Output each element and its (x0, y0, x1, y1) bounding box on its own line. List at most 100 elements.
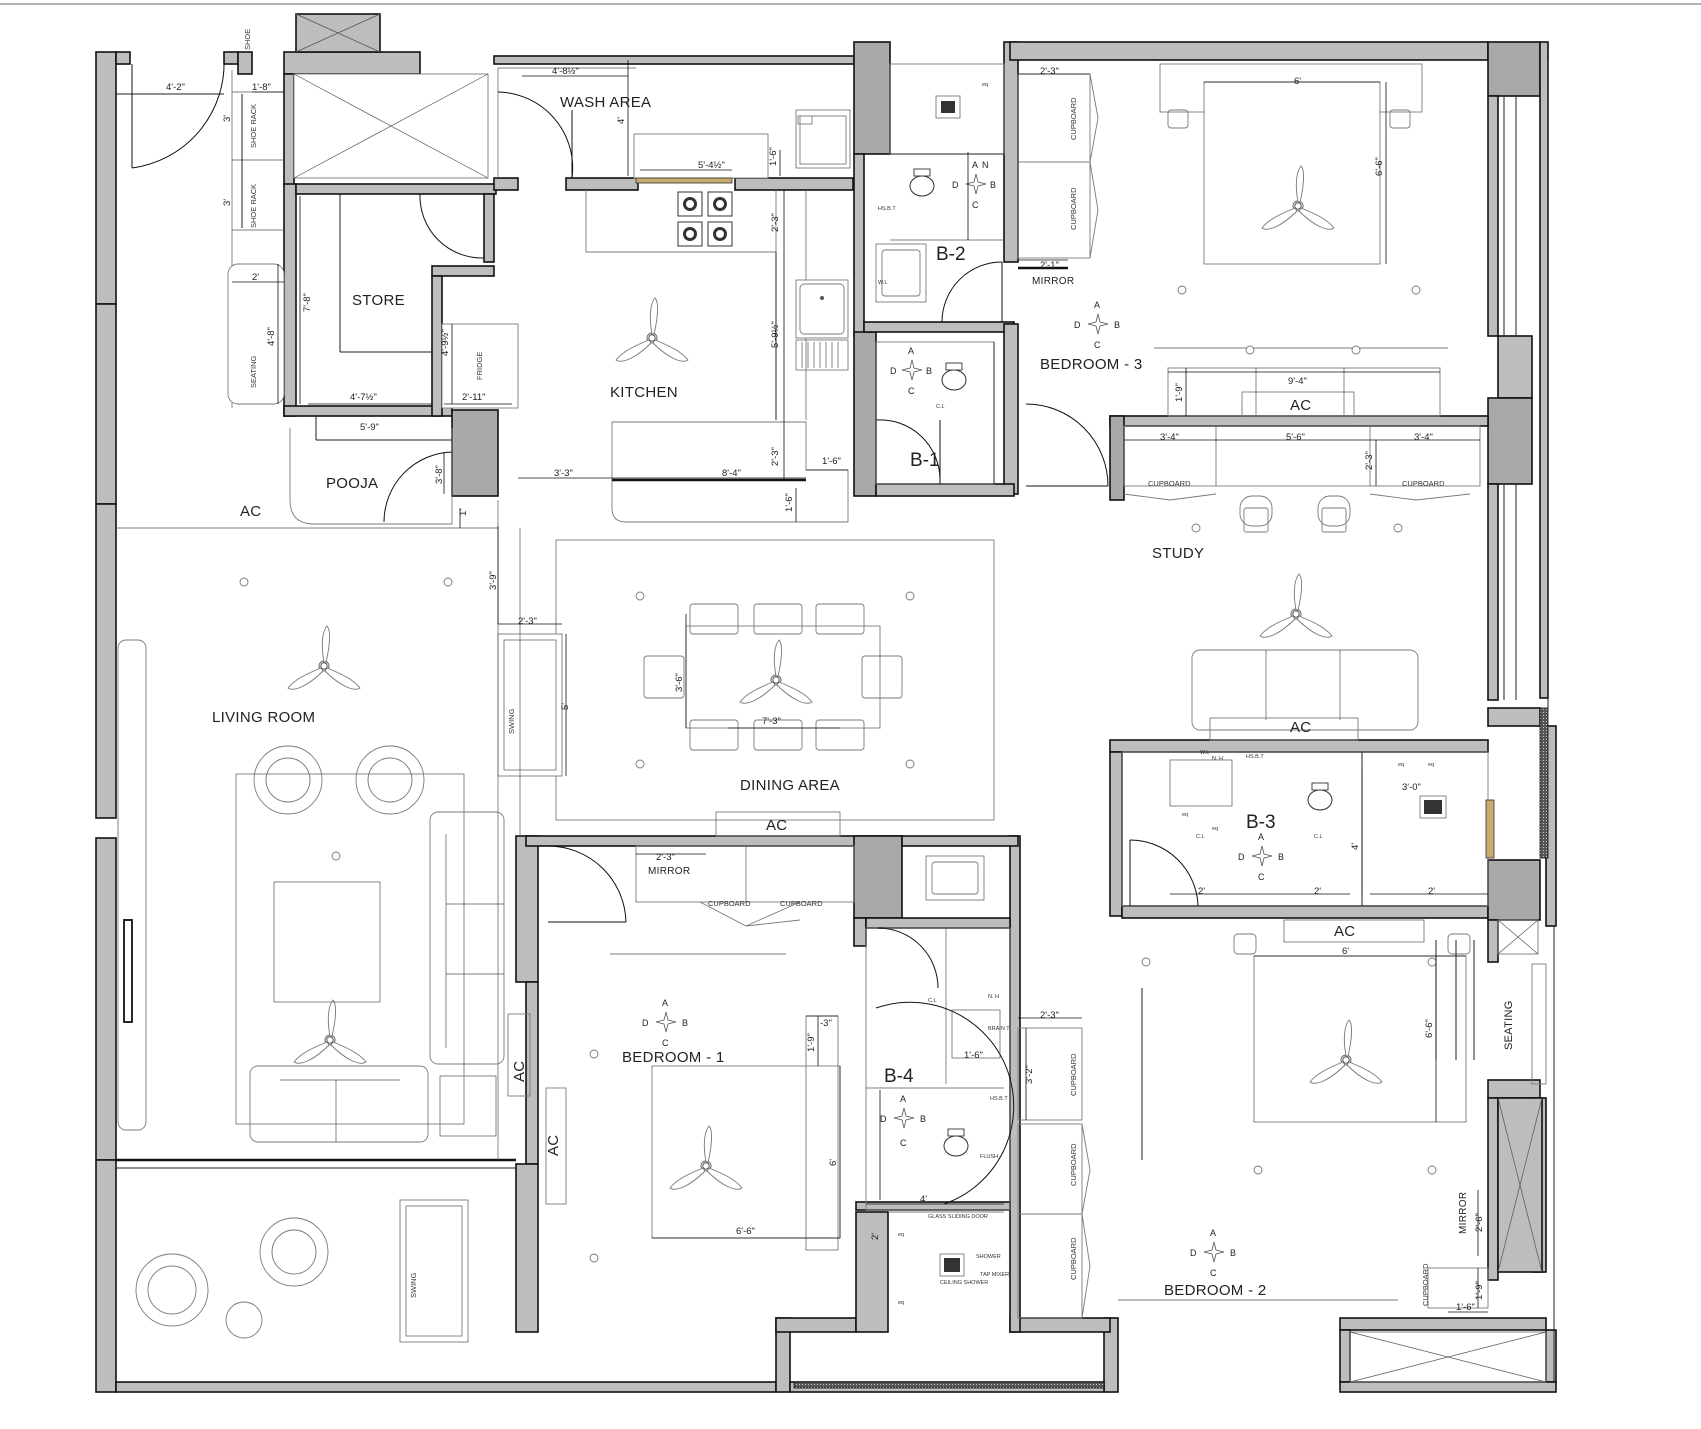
glass-sliding-door-label: GLASS SLIDING DOOR (928, 1214, 988, 1220)
cupboard-label-bed2-2: CUPBOARD (1069, 1143, 1078, 1186)
dim-shoe-h1: 3' (222, 115, 233, 122)
label-dining-area: DINING AREA (740, 777, 840, 794)
compass-b: B (926, 366, 932, 376)
cupboard-label-bed1-1: CUPBOARD (708, 899, 751, 908)
compass-a: A (1210, 1228, 1216, 1238)
dim-table-w: 7'-3" (762, 716, 781, 727)
dim-table-h: 3'-6" (674, 673, 685, 692)
mirror-label-bed3: MIRROR (1032, 276, 1074, 287)
label-store: STORE (352, 292, 405, 309)
cupboard-label-study-2: CUPBOARD (1402, 479, 1445, 488)
cupboard-label-bed3-2: CUPBOARD (1069, 187, 1078, 230)
dim-counter-h: 1'-6" (768, 147, 779, 166)
compass-d: D (952, 180, 959, 190)
fixture-labels: AC AC AC AC AC AC AC SHOE SHOE RACK SHOE… (240, 29, 1515, 1306)
dim-bed3-cup-h: 1'-9" (1174, 383, 1185, 402)
swing-label-dining: SWING (507, 708, 516, 734)
ac-label-living: AC (240, 503, 261, 520)
dim-pooja-gap: 1' (458, 509, 469, 516)
bath-b1-b2 (875, 63, 1005, 485)
ac-label-bed3: AC (1290, 397, 1311, 414)
dim-b4-b: 2' (870, 1233, 881, 1240)
dining-area (497, 539, 995, 837)
seating-label-entry: SEATING (249, 355, 258, 388)
hsbt-label-b2: HS.B.T (878, 206, 896, 212)
swing-label-balcony: SWING (409, 1272, 418, 1298)
compass-letters: A B C D A B C D N A B C D A B C D A B C … (642, 160, 1284, 1278)
dim-seating-w: 2' (252, 272, 259, 283)
dim-b4-c: 1'-6" (964, 1050, 983, 1061)
label-b4: B-4 (884, 1066, 914, 1087)
compass-a: A (908, 346, 914, 356)
seating-label-bed2: SEATING (1503, 1000, 1515, 1050)
dim-b3-b: 2' (1314, 886, 1321, 897)
dim-bed2-w: 6' (1342, 946, 1349, 957)
compass-d: D (642, 1018, 649, 1028)
dim-bed2-cup: 2'-3" (1040, 1010, 1059, 1021)
dim-b2-w: 2'-1" (1040, 260, 1059, 271)
nh-label-b3: N. H (1212, 756, 1223, 762)
hsbt-label-b4: HS.B.T (990, 1096, 1008, 1102)
dim-kitchen-end: 1'-6" (822, 456, 841, 467)
dim-bed3-cup: 9'-4" (1288, 376, 1307, 387)
dim-bed1-s: -3" (820, 1018, 832, 1029)
compass-d: D (890, 366, 897, 376)
dim-fridge-h: 4'-9½" (440, 329, 451, 356)
label-b2: B-2 (936, 244, 966, 265)
compass-b: B (920, 1114, 926, 1124)
bath-b3 (1121, 751, 1495, 907)
dim-bed2-h: 6'-6" (1424, 1019, 1435, 1038)
wl-label-b3: W.L (1200, 750, 1209, 756)
study (1123, 425, 1481, 741)
walls (95, 41, 1557, 1393)
dim-fridge-w: 2'-11" (462, 392, 486, 403)
dim-bed2-end: 1'-6" (1456, 1302, 1475, 1313)
eq-label-b3-3: eq (1398, 762, 1404, 768)
dim-kitchen-counter: 8'-4" (722, 468, 741, 479)
dim-study-m: 5'-6" (1286, 432, 1305, 443)
eq-label-b4-2: eq (898, 1300, 904, 1306)
label-kitchen: KITCHEN (610, 384, 678, 401)
dim-b3-e: 4' (1350, 843, 1361, 850)
dim-pooja-w: 5'-9" (360, 422, 379, 433)
dim-wash-w: 4'-8½" (552, 66, 579, 77)
kitchen-area (497, 67, 851, 523)
dimension-lines (232, 60, 1488, 1313)
dim-entry-door: 4'-2" (166, 82, 185, 93)
dim-bed1-l: 6' (828, 1159, 839, 1166)
dim-b1-mirror: 2'-3" (656, 852, 675, 863)
label-bedroom-3: BEDROOM - 3 (1040, 356, 1142, 373)
cupboard-label-bed3-1: CUPBOARD (1069, 97, 1078, 140)
living-room (116, 500, 567, 1343)
mirror-label-bed2: MIRROR (1458, 1192, 1469, 1234)
dim-bed3-h: 6'-6" (1374, 157, 1385, 176)
cl-label-b4: C.L (928, 998, 937, 1004)
hsbt-label-b3: HS.B.T (1246, 754, 1264, 760)
bath-b4 (865, 855, 1015, 1277)
compass-b: B (990, 180, 996, 190)
compass-a: A (1258, 832, 1264, 842)
dim-kitchen-top: 2'-3" (770, 213, 781, 232)
dim-dining-gap: 3'-9" (488, 571, 499, 590)
label-bedroom-2: BEDROOM - 2 (1164, 1282, 1266, 1299)
bedroom-3 (1017, 63, 1448, 487)
bedroom-2 (1017, 919, 1547, 1383)
dim-b4-a: 4' (920, 1194, 927, 1205)
ac-label-bed1-side: AC (545, 1135, 562, 1156)
compass-a: A (662, 998, 668, 1008)
compass-c: C (900, 1138, 907, 1148)
ac-label-bed2: AC (1334, 923, 1355, 940)
dimension-labels: 4'-2" 1'-8" 3' 3' 4'-8½" 4' 5'-4½" 1'-6"… (166, 66, 1485, 1313)
compass-c: C (972, 200, 979, 210)
compass-d: D (1074, 320, 1081, 330)
shoe-rack-label-2: SHOE RACK (249, 184, 258, 228)
ac-label-study: AC (1290, 719, 1311, 736)
mirror-label-bed1: MIRROR (648, 866, 690, 877)
wl-label-b2: W.L (878, 280, 887, 286)
ceiling-shower-label: CEILING SHOWER (940, 1280, 988, 1286)
fridge-label: FRIDGE (475, 352, 484, 380)
compass-c: C (908, 386, 915, 396)
windows (793, 60, 1555, 1389)
dim-seating-h: 4'-8" (266, 327, 277, 346)
eq-label-b3-4: eq (1428, 762, 1434, 768)
